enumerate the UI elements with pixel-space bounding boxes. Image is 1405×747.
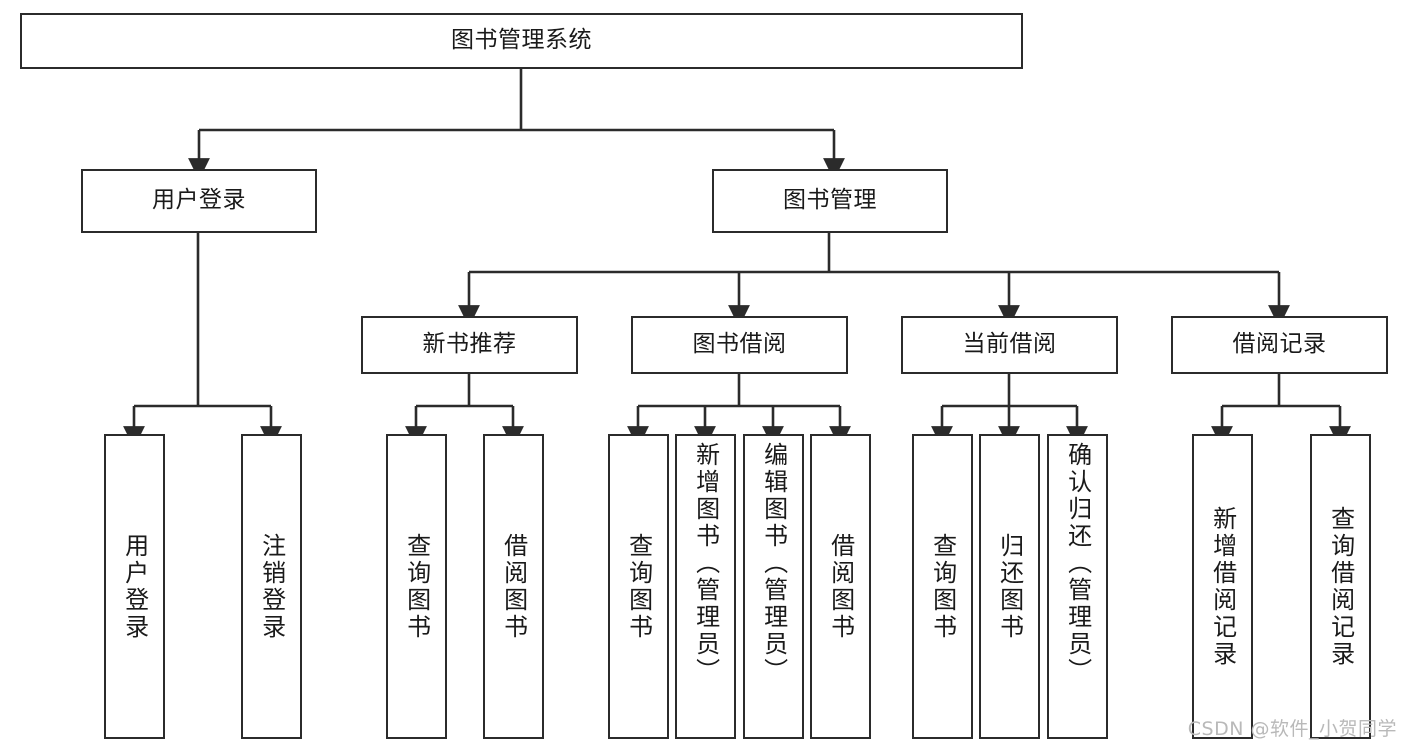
node-borrow-record-label: 借阅记录 bbox=[1232, 331, 1327, 358]
leaf-borrow-add[interactable]: 新增图书（管理员） bbox=[675, 434, 736, 739]
leaf-rec-add[interactable]: 新增借阅记录 bbox=[1192, 434, 1253, 739]
leaf-rec-query2[interactable]: 查询借阅记录 bbox=[1310, 434, 1371, 739]
node-new-book-rec-label: 新书推荐 bbox=[422, 331, 517, 358]
leaf-cur-query-label: 查询图书 bbox=[928, 532, 957, 641]
leaf-borrow-do-label: 借阅图书 bbox=[826, 532, 855, 641]
leaf-user-login-label: 用户登录 bbox=[120, 532, 149, 641]
node-book-borrow-label: 图书借阅 bbox=[692, 331, 787, 358]
leaf-user-logout[interactable]: 注销登录 bbox=[241, 434, 302, 739]
leaf-borrow-query-label: 查询图书 bbox=[624, 532, 653, 641]
node-book-manage[interactable]: 图书管理 bbox=[712, 169, 948, 233]
leaf-cur-confirm[interactable]: 确认归还（管理员） bbox=[1047, 434, 1108, 739]
leaf-cur-confirm-label: 确认归还（管理员） bbox=[1063, 442, 1092, 685]
watermark-text: CSDN @软件_小贺同学 bbox=[1187, 718, 1397, 740]
node-root[interactable]: 图书管理系统 bbox=[20, 13, 1023, 69]
leaf-rec-query[interactable]: 查询图书 bbox=[386, 434, 447, 739]
node-user-login-label: 用户登录 bbox=[152, 187, 246, 214]
leaf-rec-query2-label: 查询借阅记录 bbox=[1326, 505, 1355, 668]
leaf-user-logout-label: 注销登录 bbox=[257, 532, 286, 641]
leaf-borrow-add-label: 新增图书（管理员） bbox=[691, 442, 720, 685]
leaf-rec-borrow[interactable]: 借阅图书 bbox=[483, 434, 544, 739]
leaf-rec-borrow-label: 借阅图书 bbox=[499, 532, 528, 641]
leaf-cur-return-label: 归还图书 bbox=[995, 532, 1024, 641]
node-book-manage-label: 图书管理 bbox=[783, 187, 877, 214]
leaf-rec-query-label: 查询图书 bbox=[402, 532, 431, 641]
leaf-rec-add-label: 新增借阅记录 bbox=[1208, 505, 1237, 668]
node-user-login[interactable]: 用户登录 bbox=[81, 169, 317, 233]
leaf-user-login[interactable]: 用户登录 bbox=[104, 434, 165, 739]
leaf-borrow-edit[interactable]: 编辑图书（管理员） bbox=[743, 434, 804, 739]
node-current-borrow-label: 当前借阅 bbox=[962, 331, 1057, 358]
node-root-label: 图书管理系统 bbox=[451, 27, 592, 54]
leaf-borrow-edit-label: 编辑图书（管理员） bbox=[759, 442, 788, 685]
leaf-cur-query[interactable]: 查询图书 bbox=[912, 434, 973, 739]
leaf-borrow-do[interactable]: 借阅图书 bbox=[810, 434, 871, 739]
leaf-borrow-query[interactable]: 查询图书 bbox=[608, 434, 669, 739]
node-current-borrow[interactable]: 当前借阅 bbox=[901, 316, 1118, 374]
node-new-book-rec[interactable]: 新书推荐 bbox=[361, 316, 578, 374]
leaf-cur-return[interactable]: 归还图书 bbox=[979, 434, 1040, 739]
node-borrow-record[interactable]: 借阅记录 bbox=[1171, 316, 1388, 374]
node-book-borrow[interactable]: 图书借阅 bbox=[631, 316, 848, 374]
